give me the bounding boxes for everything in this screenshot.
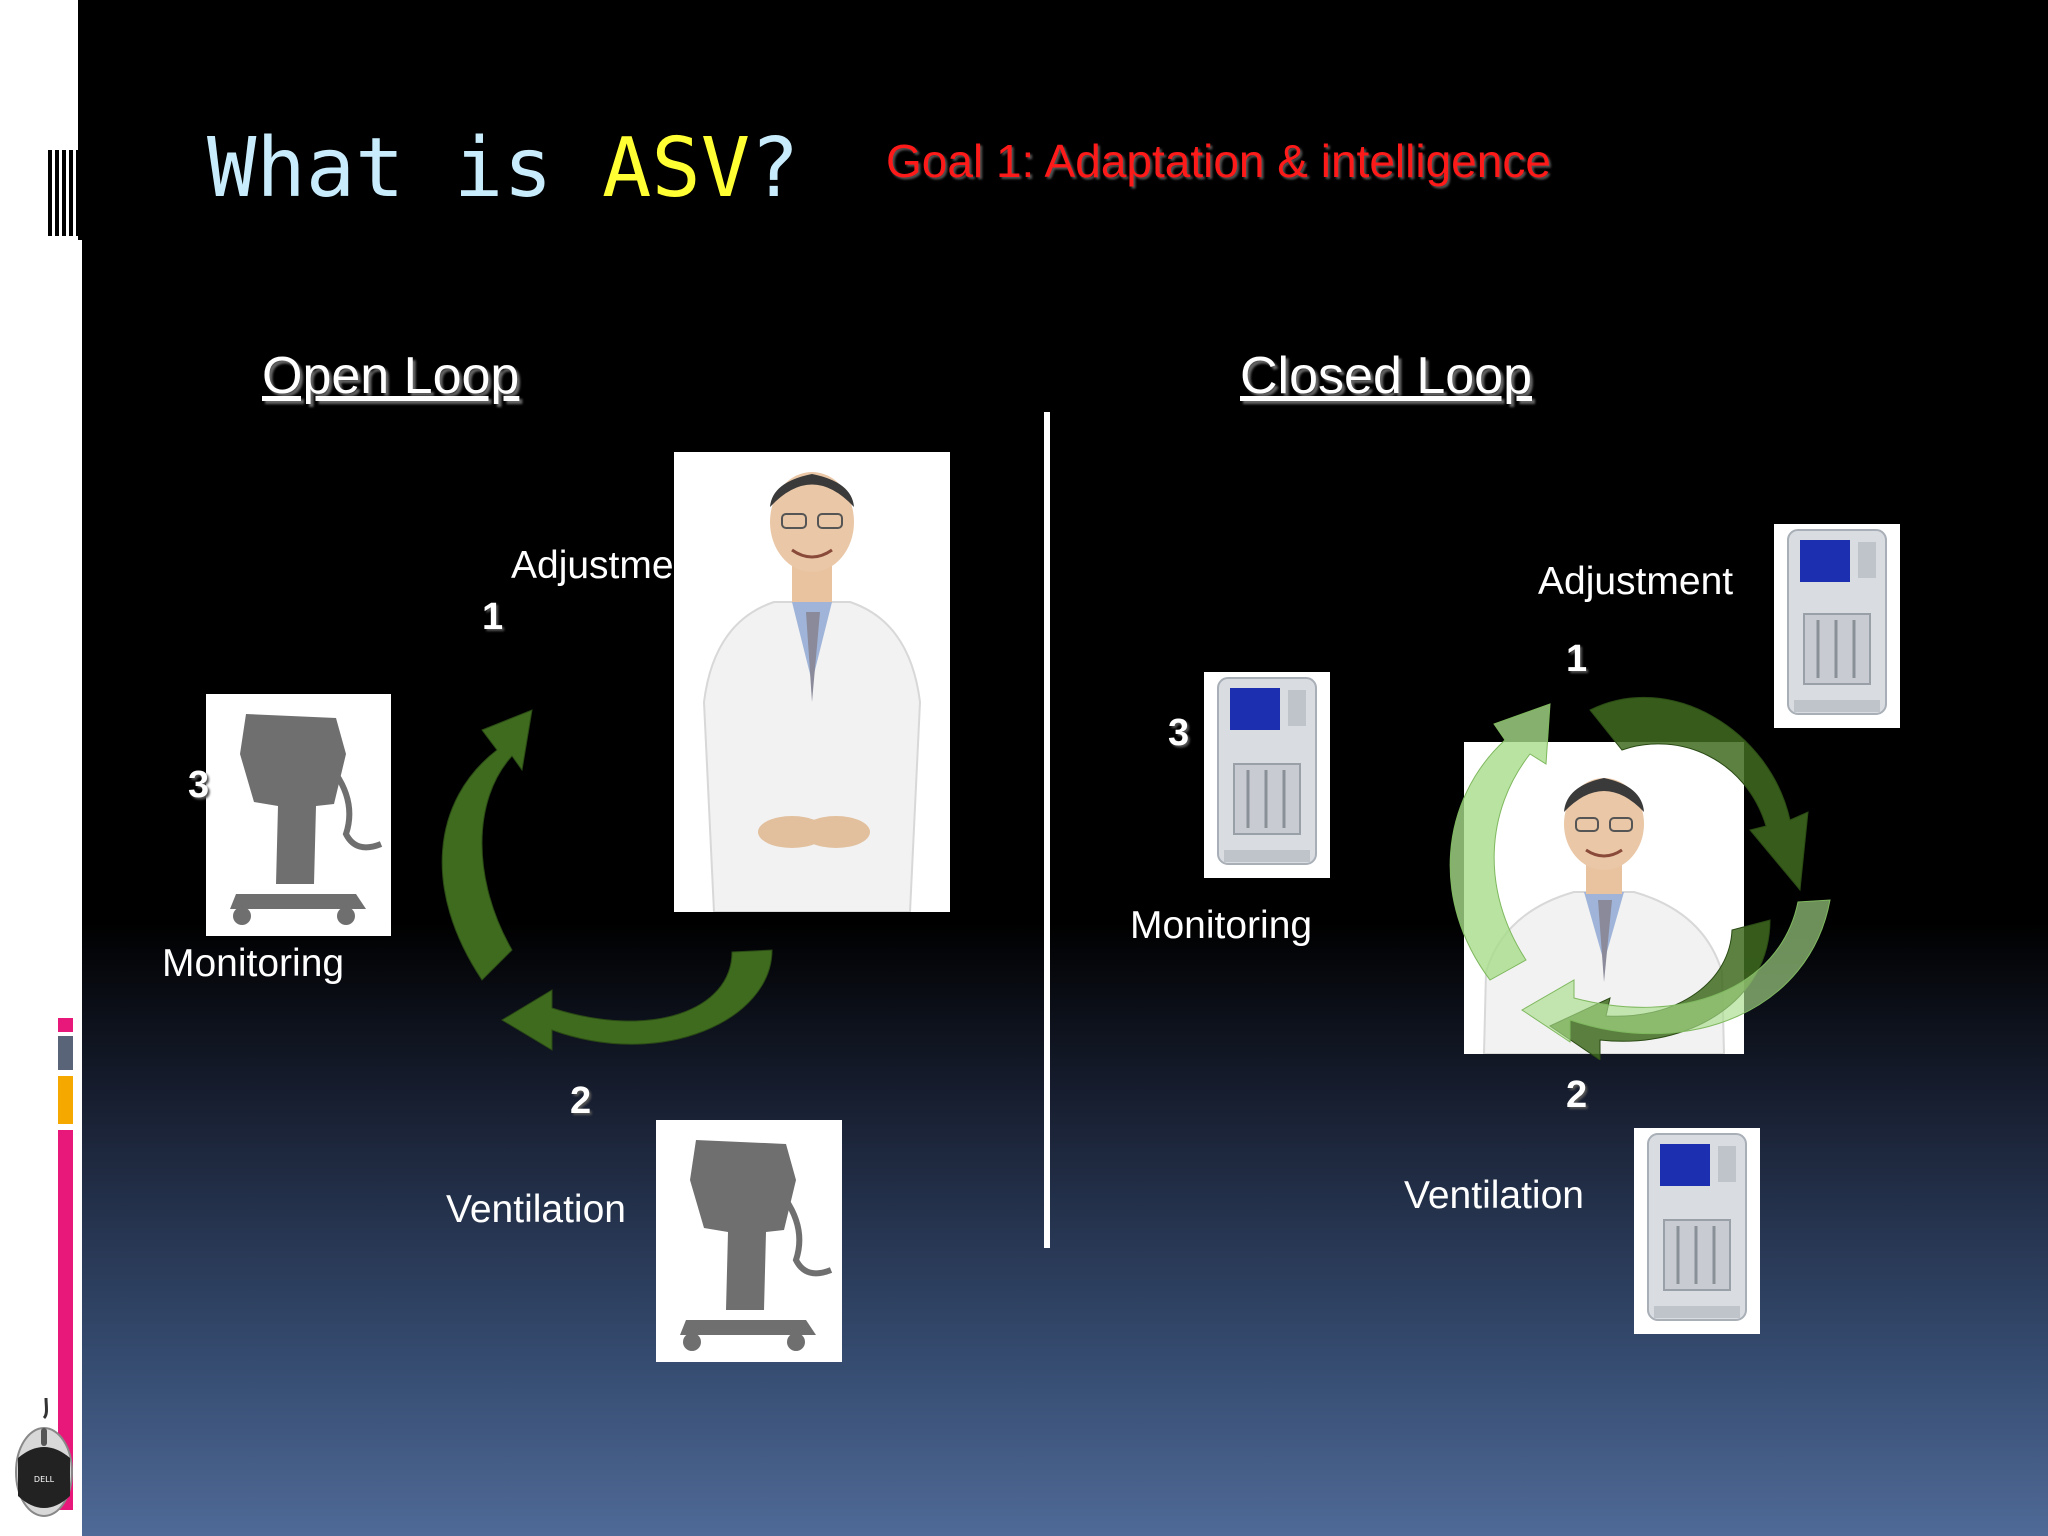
doctor-photo [674, 452, 950, 912]
cycle-arrow-icon [501, 949, 773, 1051]
closed-loop-adjustment-label: Adjustment [1538, 560, 1734, 603]
open-loop-step-1: 1 [482, 596, 504, 638]
cycle-arrow-icon [441, 709, 533, 981]
closed-loop-step-2: 2 [1566, 1074, 1588, 1116]
closed-loop-step-1: 1 [1566, 638, 1588, 680]
ventilator-device-icon [1774, 524, 1900, 728]
slide-title: What is ASV? [207, 128, 799, 210]
cycle-arrow-icon [1449, 703, 1551, 981]
closed-loop-cycle-arrows [1449, 696, 1831, 1060]
goal-text: Goal 1: Adaptation & intelligence [886, 135, 1551, 187]
closed-loop-heading: Closed Loop [1240, 347, 1532, 405]
slide: What is ASV? Goal 1: Adaptation & intell… [82, 0, 2048, 1536]
svg-text:DELL: DELL [34, 1475, 55, 1484]
open-loop-monitoring-label: Monitoring [162, 942, 345, 985]
decor-bar-pink-long [58, 1130, 73, 1510]
open-loop-heading: Open Loop [262, 347, 520, 405]
open-loop-step-2: 2 [570, 1080, 592, 1122]
open-loop-step-3: 3 [188, 764, 210, 806]
closed-loop-monitoring-label: Monitoring [1130, 904, 1313, 947]
decor-bar-pink [58, 1018, 73, 1032]
ventilator-device-icon [1204, 672, 1330, 878]
left-decoration-strip: DELL [0, 0, 82, 1536]
decor-bar-gray [58, 1036, 73, 1070]
closed-loop-step-3: 3 [1168, 712, 1190, 754]
ventilator-device-icon [1634, 1128, 1760, 1334]
open-loop-cycle-arrows [441, 709, 773, 1051]
open-loop-adjustment-label: Adjustme [511, 544, 674, 587]
ventilator-silhouette-icon [656, 1120, 842, 1362]
title-prefix: What is [207, 121, 602, 216]
decor-bar-orange [58, 1076, 73, 1124]
loop-divider [1044, 412, 1050, 1248]
mouse-icon: DELL [15, 1397, 73, 1517]
decor-bar [78, 0, 82, 240]
cycle-arrow-icon [1589, 696, 1809, 892]
title-accent: ASV [601, 121, 751, 216]
ventilator-silhouette-icon [206, 694, 391, 936]
open-loop-ventilation-label: Ventilation [446, 1188, 626, 1231]
title-suffix: ? [750, 121, 800, 216]
cycle-arrow-icon [1521, 899, 1831, 1043]
closed-loop-ventilation-label: Ventilation [1404, 1174, 1584, 1217]
decor-bar [48, 150, 78, 236]
